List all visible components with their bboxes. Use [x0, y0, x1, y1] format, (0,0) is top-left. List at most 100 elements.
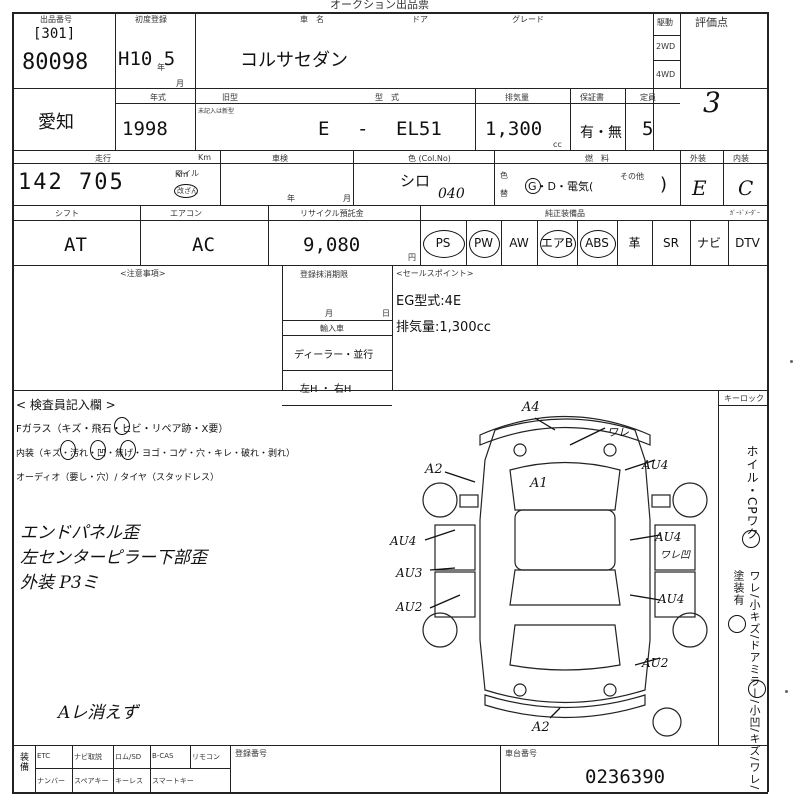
reg-number-label: 登録番号	[235, 749, 267, 758]
model-year-label: 年式	[150, 93, 166, 102]
mark-right-front: AU4	[642, 458, 669, 472]
footer-col-label: 装備	[18, 752, 28, 772]
equipment-circle	[423, 230, 465, 258]
reg-day: 日	[382, 309, 390, 318]
footer-item: B-CAS	[152, 752, 174, 760]
interior-value: C	[738, 176, 754, 200]
mark-left-door1: AU4	[390, 534, 417, 548]
sales-line2: 排気量:1,300cc	[396, 320, 491, 335]
side-circle-1	[742, 530, 760, 548]
hand-note-4: Aレ消えず	[58, 703, 139, 723]
first-reg-value: H10 5	[118, 48, 176, 70]
equipment-item: ナビ	[696, 236, 721, 250]
hand-note-3: 外装 P3ミ	[20, 573, 99, 593]
lot-box: [301]	[33, 26, 76, 42]
mark-roof: A1	[530, 476, 548, 491]
fuel-value: G・D・電気(	[528, 180, 594, 193]
color-label: 色 (Col.No)	[408, 154, 451, 163]
model-year-value: 1998	[122, 118, 168, 140]
chassis-value: 0236390	[585, 766, 666, 788]
mileage-value: 142 705	[18, 170, 125, 195]
color-change-2: 替	[500, 189, 508, 198]
model-value: EL51	[396, 118, 442, 140]
first-reg-label: 初度登録	[135, 15, 167, 24]
interior-mark-circle-2	[90, 440, 106, 460]
mark-front-right: ワレ	[607, 426, 629, 439]
ac-value: AC	[192, 234, 215, 256]
mile-label: マイル	[175, 169, 199, 178]
area-value: 愛知	[38, 112, 74, 133]
shift-value: AT	[64, 234, 87, 256]
mark-right-door1: AU4	[655, 530, 682, 544]
inspection-year: 年	[287, 194, 295, 203]
speck	[785, 690, 788, 693]
sales-label: <セールスポイント>	[396, 269, 474, 278]
inspection-month: 月	[343, 194, 351, 203]
warranty-label: 保証書	[580, 93, 604, 102]
inspector-title: < 検査員記入欄 >	[16, 398, 116, 412]
handle-value: 左H ・ 右H	[300, 384, 352, 395]
color-no: 040	[438, 186, 465, 202]
mark-left-front: A2	[425, 462, 443, 477]
keyless-label: キーロック	[724, 394, 764, 403]
displacement-unit: cc	[553, 140, 562, 149]
equipment-circle	[580, 230, 616, 258]
reg-month: 月	[325, 309, 333, 318]
hand-note-2: 左センターピラー下部歪	[20, 548, 207, 568]
sales-line1: EG型式:4E	[396, 294, 462, 309]
model-dash: -	[357, 118, 369, 140]
rating-label: 評価点	[695, 16, 728, 29]
car-name-value: コルサセダン	[240, 50, 348, 71]
old-sub: 未記入は新型	[198, 108, 235, 115]
recycle-value: 9,080	[303, 234, 361, 256]
footer-item: ナビ取説	[74, 753, 102, 761]
interior-line: 内装（キズ・汚れ・凹・焦げ・ヨゴ・コゲ・穴・キレ・破れ・剥れ）	[16, 449, 296, 459]
chassis-label: 車台番号	[505, 749, 537, 758]
recycle-unit: 円	[408, 253, 416, 262]
mark-rear-right: AU2	[642, 656, 669, 670]
mileage-label: 走行	[95, 154, 111, 163]
car-name-label: 車 名	[300, 15, 324, 24]
mark-rear-bottom: A2	[532, 720, 550, 735]
speck	[790, 360, 793, 363]
lot-label: 出品番号	[40, 15, 72, 24]
equipment-item: 革	[628, 236, 641, 250]
door-label: ドア	[412, 15, 428, 24]
displacement-value: 1,300	[485, 118, 543, 140]
glass-mark-circle	[114, 417, 130, 435]
color-value: シロ	[400, 172, 431, 190]
interior-label: 内装	[733, 154, 749, 163]
rating-value: 3	[703, 86, 721, 119]
interior-mark-circle-1	[60, 440, 76, 460]
equipment-item: AW	[509, 236, 529, 250]
exterior-label: 外装	[690, 154, 706, 163]
footer-item: ETC	[37, 752, 51, 760]
audio-line: オーディオ（要し・穴）/ タイヤ（スタッドレス）	[16, 473, 219, 483]
equipment-label: 純正装備品	[545, 209, 585, 218]
exterior-value: E	[692, 176, 707, 200]
import-value: ディーラー・並行	[294, 350, 374, 361]
fuel-other: その他	[620, 172, 644, 181]
capacity-label: 定員	[640, 93, 656, 102]
footer-item: ナンバー	[37, 777, 65, 785]
ac-label: エアコン	[170, 209, 202, 218]
equipment-item: DTV	[735, 236, 760, 250]
drive-4wd: 4WD	[656, 70, 676, 79]
remarks-label: <注意事項>	[120, 269, 166, 278]
old-label: 旧型	[222, 93, 238, 102]
mark-right-door1-note: ワレ凹	[660, 550, 690, 561]
top-title: オークション出品票	[330, 0, 429, 11]
side-circle-3	[748, 680, 766, 698]
import-label: 輸入車	[320, 324, 344, 333]
equipment-item: SR	[663, 236, 679, 250]
inspection-label: 車検	[272, 154, 288, 163]
drive-label: 駆動	[657, 18, 673, 27]
fuel-close: )	[660, 174, 668, 195]
footer-item: スマートキー	[152, 777, 194, 785]
mark-left-door3: AU2	[396, 600, 423, 614]
guard-label: ｶﾞｰﾄﾞﾒｰﾀﾞｰ	[730, 210, 761, 217]
fuel-label: 燃 料	[585, 154, 609, 163]
footer-item: ロム/SD	[115, 753, 142, 761]
mile-unknown-circle	[174, 184, 198, 198]
equipment-circle	[469, 230, 500, 258]
